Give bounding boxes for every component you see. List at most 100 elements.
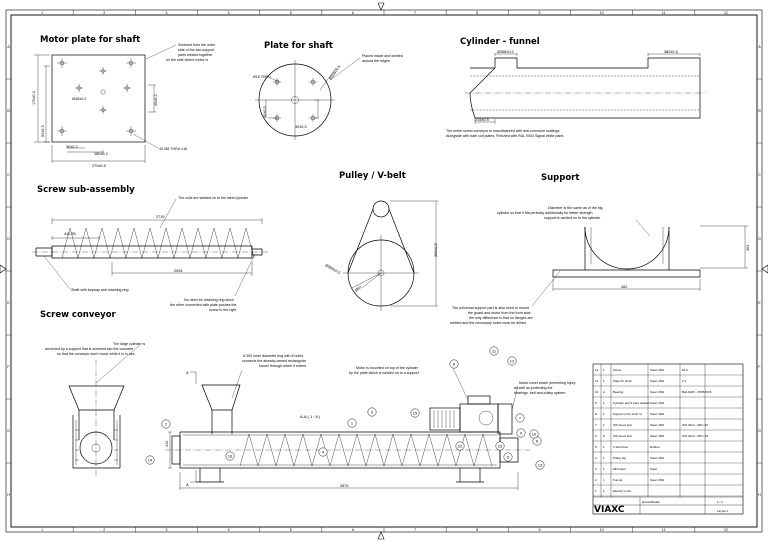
zone-column-number: 1 [41, 528, 43, 532]
motor-plate-note-2: side of the two support [178, 48, 214, 52]
screw-note-ring-3: screw to the right [209, 308, 236, 312]
cylinder-note-2: Alongside with bath coil plates. Finishe… [446, 134, 564, 138]
dim-shaft-plate-d1: 50±0.5 [263, 106, 267, 118]
bom-cell: 1 [603, 478, 605, 482]
bom-cell: V-belt drive [613, 445, 628, 449]
zone-column-number: 6 [352, 528, 354, 532]
screw-note-ring-2: the other connected with plate pushes th… [170, 303, 237, 307]
bom-cell: Screw [613, 368, 622, 372]
zone-column-number: 10 [600, 11, 604, 15]
zone-row-letter: G [758, 429, 761, 433]
dim-screw-left: 410.35 [64, 232, 76, 236]
bom-cell: Bearing [613, 390, 624, 394]
dim-conveyor-length: 2670 [340, 484, 348, 488]
bom-cell: Steel, Mild [650, 478, 664, 482]
part-balloon: 13 [535, 460, 545, 470]
dim-shaft-plate-d2: 30±0.5 [295, 125, 307, 129]
zone-column-number: 9 [538, 11, 540, 15]
svg-text:10: 10 [532, 431, 537, 436]
part-balloon: 3 [367, 407, 377, 417]
motor-plate-note-1: Screwed from the outer [178, 43, 216, 47]
motor-plate-note-4: on the side where motor is [166, 58, 208, 62]
bom-cell: 5 [595, 445, 597, 449]
zone-column-number: 1 [41, 11, 43, 15]
bom-cell: Rubber [650, 445, 660, 449]
bom-cell: ISO 4014 - M8 x 40 [682, 423, 708, 427]
zone-row-letter: D [7, 237, 10, 241]
part-balloon: 22 [455, 441, 465, 451]
zone-column-number: 8 [476, 528, 478, 532]
bom-cell: Electric motor [613, 489, 631, 493]
zone-column-number: 9 [538, 528, 540, 532]
screw-note-shaft: Shaft with keyway and retaining ring [71, 288, 129, 292]
bom-cell: 8 [595, 412, 597, 416]
conveyor-note-cover-3: bearings, belt and pulley system [514, 391, 565, 395]
dim-motor-height-inner: 94±0.3 [41, 125, 45, 137]
part-balloon: 1 [347, 418, 357, 428]
zone-column-number: 11 [662, 528, 666, 532]
pulley-view: Pulley / V-belt 305±0.5 Ø300±0.5 Ø50 [325, 171, 438, 311]
bom-cell: 12 [595, 368, 599, 372]
dim-pulley-small: Ø50 [354, 285, 362, 293]
zone-row-letter: A [7, 45, 10, 49]
dim-motor-bottom-small: 30±0.2 [66, 145, 78, 149]
dim-support-height: 304 [746, 245, 750, 251]
zone-column-number: 5 [290, 528, 292, 532]
conveyor-note-motor-2: by the plate which is welded on to a sup… [349, 371, 419, 375]
section-mark-bottom: A [186, 482, 189, 487]
bom-cell: 8 [603, 434, 605, 438]
zone-column-number: 2 [103, 528, 105, 532]
dim-cylinder-top-left: Ø268±0.2 [497, 50, 514, 54]
conveyor-note-left-2: anchored by a support that is screwed in… [45, 347, 133, 351]
part-balloon: 7 [515, 413, 525, 423]
bom-cell: 10 [595, 390, 599, 394]
bom-cell: Plate for shaft [613, 379, 632, 383]
support-note-1: Diameter is the same as of the big [548, 206, 603, 210]
conveyor-title: Screw conveyor [40, 310, 117, 320]
bom-cell: 1 [603, 368, 605, 372]
dim-shaft-plate-diameter: Ø265±0.5 [329, 65, 342, 81]
zone-column-number: 10 [600, 528, 604, 532]
bom-cell: 4 [595, 456, 597, 460]
zone-column-number: 4 [228, 528, 230, 532]
part-balloon: 4 [318, 447, 328, 457]
bom-cell: 1 [595, 489, 597, 493]
zone-row-letter: H [758, 493, 761, 497]
svg-text:12: 12 [510, 358, 515, 363]
support-view: Support 304 462 Diameter is the same as … [450, 173, 750, 325]
motor-plate-note-3: parts welded together [178, 53, 213, 57]
svg-text:2: 2 [165, 421, 168, 426]
bom-cell: 3 [595, 467, 597, 471]
bom-cell: 6 [595, 434, 597, 438]
bom-cell: 1 [603, 445, 605, 449]
zone-row-letter: D [758, 237, 761, 241]
conveyor-note-cover-2: as well as protecting the [514, 386, 553, 390]
part-balloon: 15 [410, 408, 420, 418]
zone-row-letter: C [7, 173, 10, 177]
svg-text:1: 1 [351, 420, 354, 425]
bom-cell: Mild steel [613, 467, 626, 471]
conveyor-note-cover-1: Motor cover which preventing injury [519, 381, 576, 385]
dim-pulley-height: 305±0.5 [434, 243, 438, 257]
conveyor-note-motor-1: Motor is mounted on top of the cylinder [356, 366, 419, 370]
bom-cell: 1 [603, 456, 605, 460]
bom-cell: 9 [595, 401, 597, 405]
motor-plate-view: Motor plate for shaft 170±0.3 94±0.3 Ø45… [32, 35, 216, 168]
zone-column-number: 4 [228, 11, 230, 15]
zone-column-number: 5 [290, 11, 292, 15]
conveyor-note-ring-2: connects the already-owned rectangular [242, 359, 307, 363]
bom-cell: 2.1 [682, 379, 687, 383]
zone-column-number: 12 [724, 528, 728, 532]
bom-cell: Steel, Mild [650, 368, 664, 372]
bom-cell: 52.2 [682, 368, 688, 372]
svg-text:13: 13 [538, 462, 543, 467]
motor-plate-hole-note: 4X M8 THRU x16 [159, 147, 187, 151]
screw-note-coils: The coils are welded on to the steel cyl… [178, 196, 249, 200]
bom-cell: Steel, Mild [650, 412, 664, 416]
bom-cell: 2 [595, 478, 597, 482]
dim-support-width: 462 [621, 285, 627, 289]
motor-plate-title: Motor plate for shaft [40, 35, 140, 45]
conveyor-note-left-3: so that the conveyor won't move while it… [57, 352, 136, 356]
